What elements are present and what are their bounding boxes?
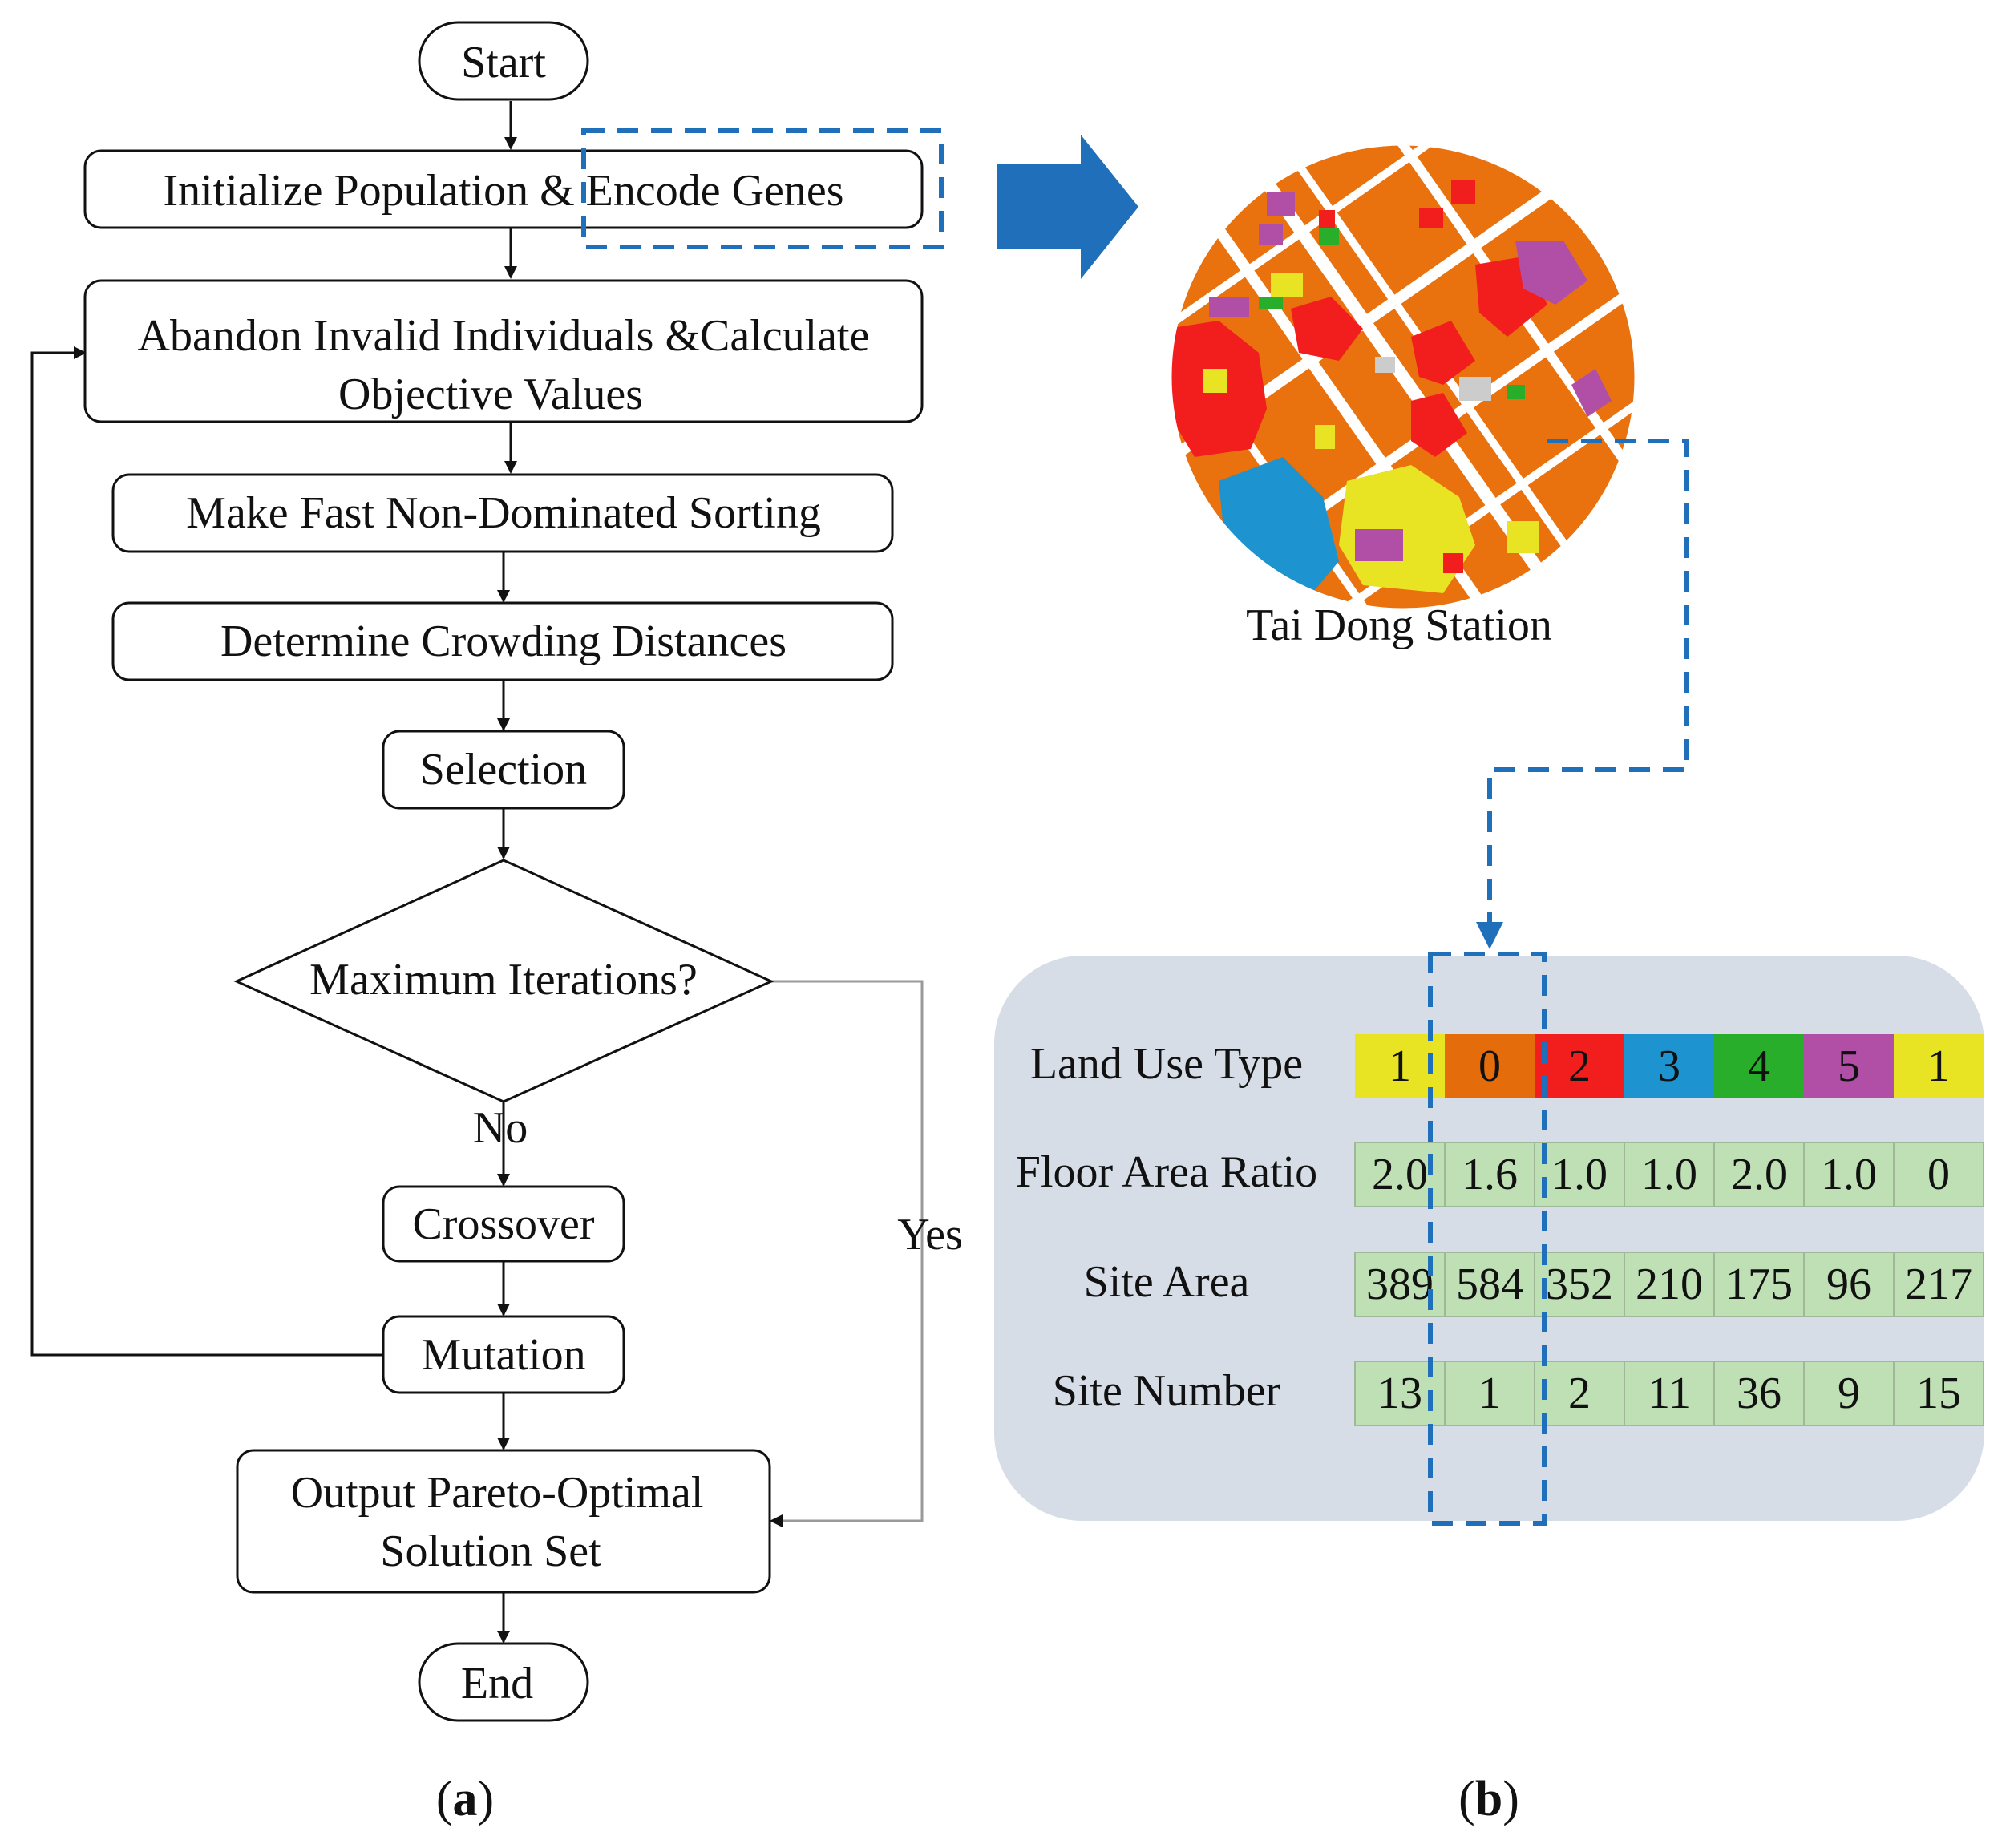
gene-cell xyxy=(1444,1361,1535,1426)
gene-cell xyxy=(1534,1142,1625,1207)
gene-cell-value: 1 xyxy=(1927,1041,1950,1091)
gene-cell-value: 1.0 xyxy=(1821,1150,1877,1199)
gene-cell-value: 13 xyxy=(1377,1369,1422,1418)
output-label-line2: Solution Set xyxy=(380,1527,601,1576)
land-use-map xyxy=(1169,143,1637,611)
gene-cell-value: 1.0 xyxy=(1551,1150,1608,1199)
sorting-node xyxy=(111,473,894,553)
gene-cell xyxy=(1804,1034,1894,1098)
gene-cell xyxy=(1444,1142,1535,1207)
gene-cell xyxy=(1534,1252,1625,1317)
output-node xyxy=(236,1449,771,1594)
gene-cell-value: 1.0 xyxy=(1641,1150,1697,1199)
gene-cell xyxy=(1535,1034,1624,1098)
gene-cell xyxy=(1893,1252,1984,1317)
encode-genes-highlight xyxy=(581,128,944,249)
gene-cell-value: 0 xyxy=(1927,1150,1950,1199)
gene-cell xyxy=(1803,1142,1895,1207)
gene-cell-value: 389 xyxy=(1366,1260,1434,1309)
gene-row-label: Land Use Type xyxy=(1030,1039,1303,1089)
panel-label-b: (b) xyxy=(1458,1772,1519,1826)
yes-branch-connector xyxy=(770,980,924,1527)
yes-label: Yes xyxy=(897,1210,962,1260)
gene-cell xyxy=(1714,1034,1804,1098)
gene-cell-value: 1 xyxy=(1478,1369,1501,1418)
gene-cell-value: 210 xyxy=(1636,1260,1703,1309)
mutation-label: Mutation xyxy=(421,1330,585,1380)
output-label-line1: Output Pareto-Optimal xyxy=(291,1468,704,1518)
gene-cell-value: 2.0 xyxy=(1731,1150,1787,1199)
crossover-node xyxy=(382,1185,625,1263)
start-node xyxy=(418,21,589,101)
gene-cell xyxy=(1893,1142,1984,1207)
mutation-node xyxy=(382,1315,625,1394)
gene-cell-value: 11 xyxy=(1648,1369,1691,1418)
gene-cell-value: 9 xyxy=(1838,1369,1860,1418)
gene-cell-value: 0 xyxy=(1478,1041,1501,1091)
gene-column-highlight xyxy=(1428,952,1547,1526)
panel-label-a: (a) xyxy=(436,1772,494,1826)
gene-cell-value: 352 xyxy=(1546,1260,1613,1309)
gene-cell-value: 584 xyxy=(1456,1260,1523,1309)
gene-cell-value: 15 xyxy=(1916,1369,1961,1418)
gene-cell-value: 2 xyxy=(1568,1041,1591,1091)
gene-row-label: Site Number xyxy=(1053,1366,1281,1416)
selection-node xyxy=(382,730,625,810)
gene-cell xyxy=(1624,1361,1715,1426)
crowding-label: Determine Crowding Distances xyxy=(220,617,787,666)
crossover-label: Crossover xyxy=(412,1199,594,1249)
gene-cell-value: 36 xyxy=(1737,1369,1782,1418)
end-node xyxy=(418,1642,589,1722)
gene-cell xyxy=(1713,1361,1805,1426)
transition-arrow xyxy=(997,135,1138,279)
gene-cell xyxy=(1894,1034,1984,1098)
sorting-label: Make Fast Non-Dominated Sorting xyxy=(186,488,821,538)
gene-cell-value: 2 xyxy=(1568,1369,1591,1418)
decision-node xyxy=(233,859,774,1103)
decision-label: Maximum Iterations? xyxy=(309,955,698,1005)
gene-row-label: Site Area xyxy=(1084,1257,1250,1307)
start-label: Start xyxy=(461,38,546,87)
abandon-label-line1: Abandon Invalid Individuals &Calculate xyxy=(138,311,870,361)
init-node xyxy=(83,149,924,229)
gene-cell xyxy=(1713,1252,1805,1317)
gene-cell xyxy=(1624,1034,1714,1098)
abandon-node xyxy=(83,279,924,423)
gene-cell xyxy=(1534,1361,1625,1426)
gene-cell-value: 96 xyxy=(1826,1260,1871,1309)
abandon-label-line2: Objective Values xyxy=(338,370,643,419)
gene-cell xyxy=(1803,1252,1895,1317)
init-label: Initialize Population & Encode Genes xyxy=(163,166,843,216)
gene-cell-value: 217 xyxy=(1905,1260,1972,1309)
flowchart xyxy=(30,101,924,1644)
gene-cell-value: 4 xyxy=(1748,1041,1770,1091)
gene-cell-value: 3 xyxy=(1658,1041,1680,1091)
crowding-node xyxy=(111,601,894,681)
gene-cell-value: 5 xyxy=(1838,1041,1860,1091)
map-to-table-connector xyxy=(1476,439,1689,949)
gene-cell-value: 1.6 xyxy=(1462,1150,1518,1199)
gene-cell xyxy=(1624,1142,1715,1207)
gene-row-label: Floor Area Ratio xyxy=(1016,1147,1317,1197)
gene-cell-value: 2.0 xyxy=(1372,1150,1428,1199)
gene-cell xyxy=(1445,1034,1535,1098)
gene-cell xyxy=(1713,1142,1805,1207)
gene-cell-value: 1 xyxy=(1389,1041,1411,1091)
no-label: No xyxy=(473,1103,528,1153)
gene-cell-value: 175 xyxy=(1725,1260,1793,1309)
end-label: End xyxy=(461,1659,533,1708)
selection-label: Selection xyxy=(420,745,587,795)
flowchart-nodes xyxy=(83,21,924,1722)
gene-cell xyxy=(1893,1361,1984,1426)
map-caption: Tai Dong Station xyxy=(1246,600,1552,650)
loop-back-connector xyxy=(30,346,383,1357)
